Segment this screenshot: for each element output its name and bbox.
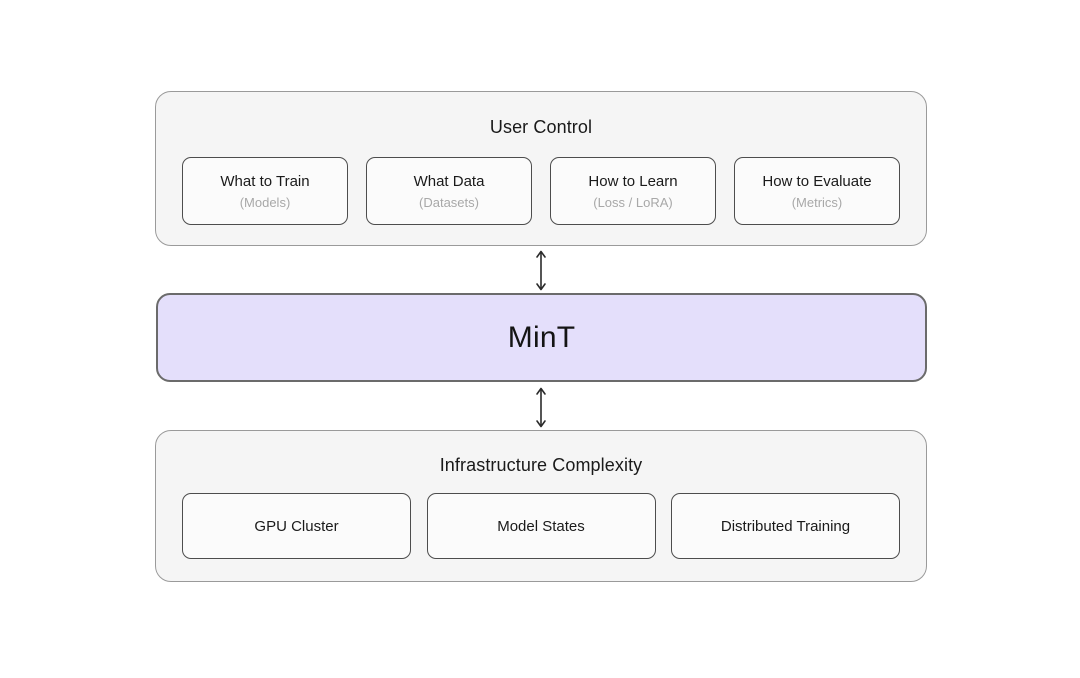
infrastructure-group: Infrastructure Complexity GPU Cluster Mo… bbox=[155, 430, 927, 582]
card-distributed-training: Distributed Training bbox=[671, 493, 900, 559]
card-gpu-cluster: GPU Cluster bbox=[182, 493, 411, 559]
mint-label: MinT bbox=[507, 320, 576, 354]
card-label: Model States bbox=[497, 517, 585, 535]
card-label: How to Evaluate bbox=[762, 172, 872, 190]
user-control-card-row: What to Train (Models) What Data (Datase… bbox=[182, 157, 900, 225]
card-model-states: Model States bbox=[426, 493, 656, 559]
card-label: What to Train bbox=[220, 172, 310, 190]
user-control-group: User Control What to Train (Models) What… bbox=[155, 91, 927, 246]
card-label: GPU Cluster bbox=[254, 517, 339, 535]
card-what-to-train: What to Train (Models) bbox=[182, 157, 348, 225]
bidirectional-arrow-icon bbox=[533, 387, 549, 428]
card-label: Distributed Training bbox=[720, 517, 851, 535]
card-how-to-learn: How to Learn (Loss / LoRA) bbox=[550, 157, 716, 225]
infrastructure-card-row: GPU Cluster Model States Distributed Tra… bbox=[182, 493, 900, 559]
bidirectional-arrow-icon bbox=[533, 250, 549, 291]
infrastructure-title: Infrastructure Complexity bbox=[439, 455, 643, 475]
card-sublabel: (Metrics) bbox=[791, 194, 843, 210]
mint-core-box: MinT bbox=[156, 293, 927, 382]
card-label: What Data bbox=[413, 172, 485, 190]
user-control-title: User Control bbox=[489, 117, 593, 137]
card-label: How to Learn bbox=[588, 172, 678, 190]
card-sublabel: (Datasets) bbox=[419, 194, 479, 210]
card-sublabel: (Loss / LoRA) bbox=[593, 194, 673, 210]
card-sublabel: (Models) bbox=[239, 194, 291, 210]
card-what-data: What Data (Datasets) bbox=[366, 157, 532, 225]
card-how-to-evaluate: How to Evaluate (Metrics) bbox=[734, 157, 900, 225]
